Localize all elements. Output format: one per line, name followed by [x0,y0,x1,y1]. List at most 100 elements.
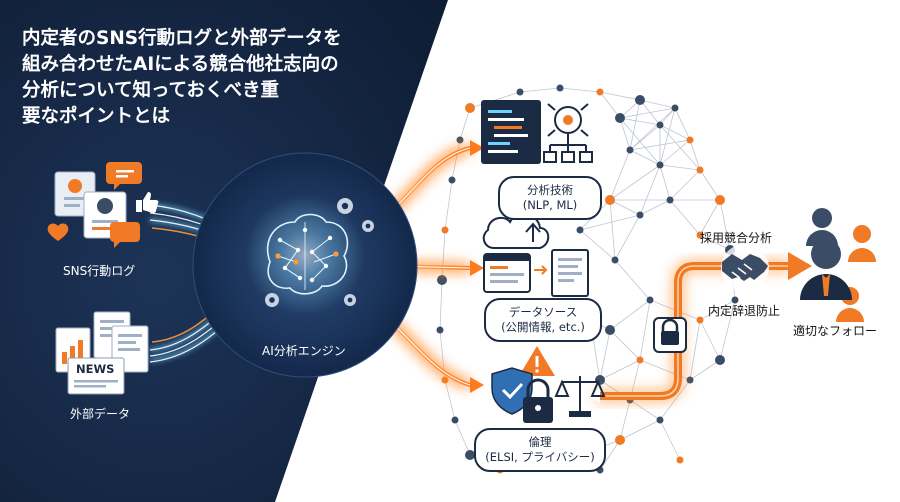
mesh-node [731,296,739,304]
prevention-label: 内定辞退防止 [708,304,781,318]
mesh-node [516,88,524,96]
gear-icon [265,198,374,307]
mesh-node [636,356,644,364]
mesh-node [615,113,625,123]
mesh-link [614,259,651,301]
mesh-link [599,359,641,381]
mesh-link [609,149,631,201]
datasource-pill: データソース (公開情報, etc.) [484,298,602,342]
mesh-node [696,316,704,324]
analysis-tech-pill: 分析技術 (NLP, ML) [498,176,602,220]
mesh-link [599,91,641,101]
mesh-link [609,164,661,201]
mesh-link [619,117,631,151]
mesh-link [579,229,616,261]
mesh-link [659,139,691,166]
mesh-link [699,169,721,201]
mesh-node [615,435,625,445]
code-window-icon [481,100,541,164]
mesh-node [666,196,674,204]
mesh-link [659,164,701,171]
mesh-node [715,195,725,205]
network-nodes [436,84,739,474]
chat-bubble-icon [106,162,142,190]
mesh-link [619,107,676,119]
mesh-node [635,95,645,105]
mesh-node [441,226,449,234]
mesh-link [619,399,631,441]
handshake-icon [721,244,769,292]
mesh-node [656,121,664,129]
thumbs-up-icon [136,192,159,213]
mesh-link [454,419,471,456]
analysis-tech-sub: (NLP, ML) [522,198,578,212]
mesh-link [659,419,681,461]
mesh-node [436,326,444,334]
mesh-link [719,299,736,361]
mesh-link [609,329,641,361]
mesh-link [619,117,661,126]
cloud-upload-icon [482,213,550,249]
warning-icon [519,346,555,376]
mesh-link [439,279,443,331]
ai-engine-label: AI分析エンジン [262,344,346,358]
shield-check-icon [491,367,533,415]
mesh-node [456,136,464,144]
mesh-link [609,299,651,331]
mesh-node [611,256,619,264]
mesh-link [441,229,446,281]
mesh-node [686,136,694,144]
title-line: 分析について知っておくべき重 [22,80,279,101]
newspaper-icon [67,357,125,395]
mesh-link [629,99,641,151]
mesh-node [451,416,459,424]
mesh-link [719,199,731,251]
mesh-link [674,107,691,141]
mesh-link [459,107,471,141]
mesh-link [614,214,641,261]
padlock-icon [653,317,687,353]
mesh-link [639,164,661,216]
ethics-icons [491,346,606,423]
mesh-node [686,376,694,384]
mesh-link [629,107,676,151]
sns-log-label: SNS行動ログ [63,264,136,278]
analysis-tech-title: 分析技術 [527,183,573,197]
mesh-link [559,87,601,93]
datasource-sub: (公開情報, etc.) [501,320,585,334]
mesh-link [619,419,661,441]
ethics-title: 倫理 [528,435,552,449]
mesh-link [689,359,721,381]
browser-window-icon [483,253,531,293]
mesh-link [699,319,721,361]
mesh-link [444,179,453,231]
mesh-node [605,195,615,205]
mesh-node [671,104,679,112]
datasource-title: データソース [508,305,578,319]
mesh-link [599,439,621,471]
mesh-link [659,124,701,171]
chat-bubble-icon [110,222,140,248]
mesh-link [659,379,691,421]
mesh-node [656,416,664,424]
ai-engine [192,152,418,378]
mesh-link [699,234,731,251]
mesh-link [639,99,676,109]
mesh-node [656,161,664,169]
mesh-node [465,103,475,113]
mesh-link [659,124,691,141]
mesh-link [609,199,616,261]
news-badge-label: NEWS [76,362,115,376]
followup-path [588,252,812,403]
external-icon-cluster [55,311,149,395]
mesh-link [639,299,651,361]
mesh-link [659,107,676,166]
team-icon [800,208,876,322]
mesh-link [669,169,701,201]
mesh-node [696,166,704,174]
mesh-node [636,211,644,219]
mesh-link [599,329,611,381]
followup-label: 適切なフォロー [793,324,878,338]
title-line: 組み合わせたAIによる競合他社志向の [22,54,339,75]
mesh-node [556,84,564,92]
